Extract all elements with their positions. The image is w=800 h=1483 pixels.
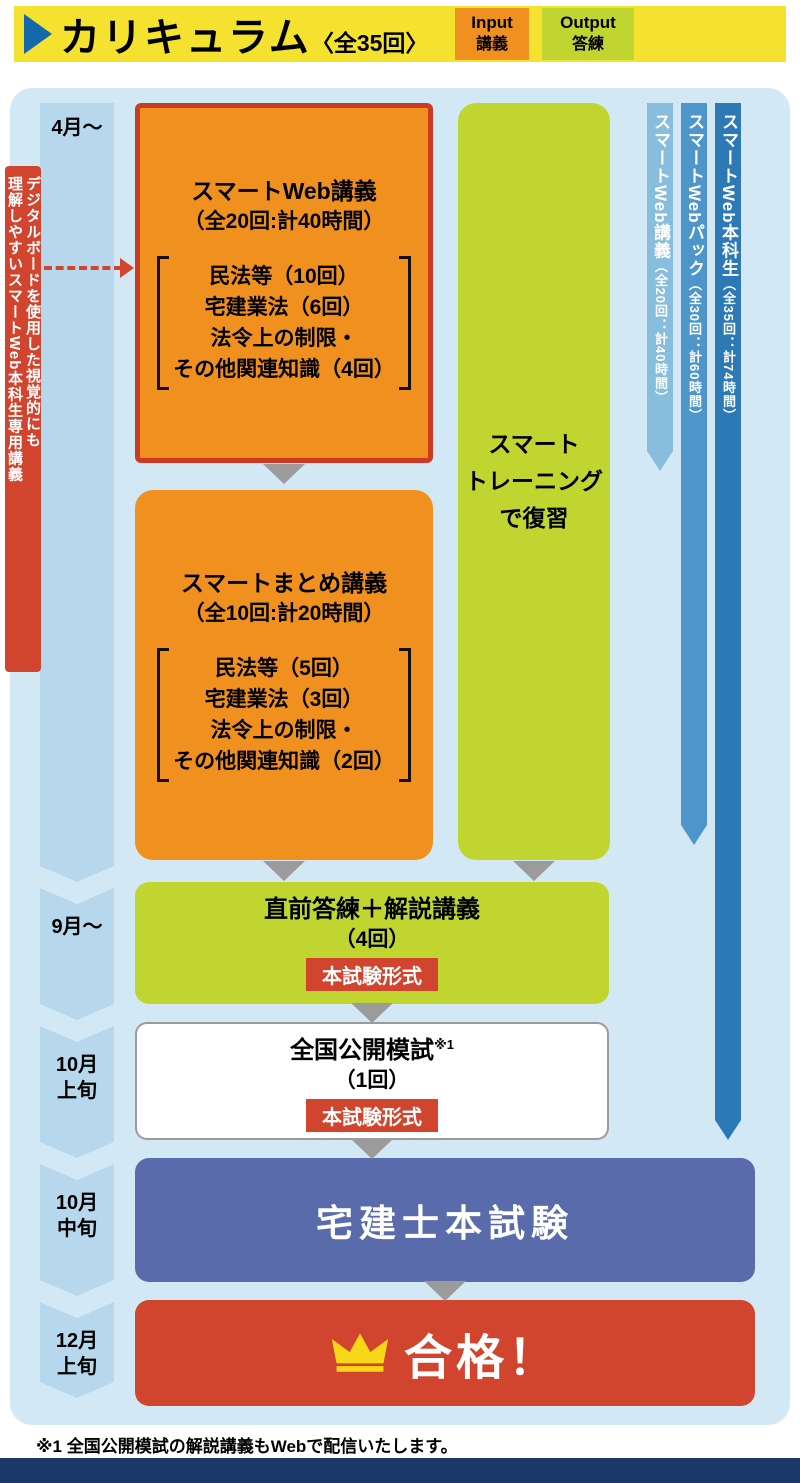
timeline-segment-october-early: 10月 上旬	[40, 1026, 114, 1158]
bracket-left-icon	[157, 648, 170, 782]
footer-bar	[0, 1458, 800, 1483]
flow-arrow-icon	[263, 464, 305, 484]
bracket-left-icon	[157, 256, 170, 390]
flow-arrow-icon	[351, 1003, 393, 1023]
side-banner: デジタルボードを使用した視覚的にも 理解しやすいスマートWeb本科生専用講義	[5, 166, 41, 672]
page-title-suffix: 〈全35回〉	[310, 30, 429, 56]
main-exam-box: 宅建士本試験	[135, 1158, 755, 1282]
bracket-right-icon	[398, 648, 411, 782]
timeline-segment-october-mid: 10月 中旬	[40, 1164, 114, 1296]
legend-input: Input 講義	[455, 8, 529, 60]
dashed-arrow-line	[44, 266, 122, 270]
ribbon-smart-web-kougi: スマートWeb講義（全20回：計40時間）	[647, 103, 673, 471]
bracket-right-icon	[398, 256, 411, 390]
play-arrow-icon	[24, 14, 52, 54]
page-title: カリキュラム〈全35回〉	[60, 5, 428, 63]
chokuzen-subtitle: （4回）	[334, 928, 410, 951]
side-banner-line1: デジタルボードを使用した視覚的にも	[24, 176, 41, 448]
exam-format-badge: 本試験形式	[306, 958, 438, 991]
smart-web-lecture-subtitle: （全20回:計40時間）	[183, 210, 385, 233]
ribbon-detail: （全20回：計40時間）	[653, 259, 668, 405]
page-title-text: カリキュラム	[60, 16, 311, 60]
footnote: ※1 全国公開模試の解説講義もWebで配信いたします。	[36, 1437, 458, 1456]
mock-exam-title-text: 全国公開模試	[290, 1037, 435, 1064]
chokuzen-title: 直前答練＋解説講義	[264, 896, 480, 923]
chokuzen-toren-box: 直前答練＋解説講義 （4回） 本試験形式	[135, 882, 609, 1004]
legend-input-ja: 講義	[475, 36, 508, 53]
smart-web-lecture-title: スマートWeb講義	[191, 178, 377, 204]
side-banner-line2: 理解しやすいスマートWeb本科生専用講義	[6, 176, 23, 483]
ribbon-smart-web-honkasei: スマートWeb本科生（全35回：計74時間）	[715, 103, 741, 1140]
smart-web-lecture-items: 民法等（10回） 宅建業法（6回） 法令上の制限・ その他関連知識（4回）	[157, 256, 411, 390]
legend-output: Output 答練	[542, 8, 634, 60]
smart-web-lecture-item-list: 民法等（10回） 宅建業法（6回） 法令上の制限・ その他関連知識（4回）	[173, 265, 395, 381]
smart-matome-lecture-box: スマートまとめ講義 （全10回:計20時間） 民法等（5回） 宅建業法（3回） …	[135, 490, 433, 860]
ribbon-smart-web-pack: スマートWebパック（全30回：計60時間）	[681, 103, 707, 845]
smart-web-lecture-box: スマートWeb講義 （全20回:計40時間） 民法等（10回） 宅建業法（6回）…	[135, 103, 433, 463]
mock-exam-box: 全国公開模試※1 （1回） 本試験形式	[135, 1022, 609, 1140]
mock-exam-title: 全国公開模試※1	[290, 1030, 454, 1066]
smart-matome-lecture-item-list: 民法等（5回） 宅建業法（3回） 法令上の制限・ その他関連知識（2回）	[173, 657, 395, 773]
pass-label: 合格！	[403, 1332, 560, 1385]
header-strip: カリキュラム〈全35回〉 Input 講義 Output 答練	[14, 6, 786, 62]
flow-arrow-icon	[351, 1139, 393, 1159]
ribbon-detail: （全30回：計60時間）	[687, 277, 702, 423]
mock-exam-footnote-ref: ※1	[434, 1037, 454, 1052]
smart-matome-lecture-subtitle: （全10回:計20時間）	[183, 602, 385, 625]
exam-format-badge: 本試験形式	[306, 1099, 438, 1132]
legend-output-en: Output	[560, 13, 616, 32]
smart-training-label: スマート トレーニング で復習	[465, 431, 603, 531]
legend-output-ja: 答練	[571, 36, 604, 53]
flow-arrow-icon	[424, 1281, 466, 1301]
pass-box: 合格！	[135, 1300, 755, 1406]
flow-arrow-icon	[513, 861, 555, 881]
ribbon-detail: （全35回：計74時間）	[721, 277, 736, 423]
dashed-arrow-head-icon	[120, 258, 134, 278]
timeline-segment-december-early: 12月 上旬	[40, 1302, 114, 1398]
smart-matome-lecture-title: スマートまとめ講義	[180, 570, 388, 596]
crown-icon	[330, 1331, 390, 1375]
ribbon-name: スマートWeb本科生	[719, 113, 738, 278]
timeline-segment-april: 4月〜	[40, 103, 114, 882]
legend-input-en: Input	[471, 13, 513, 32]
ribbon-name: スマートWeb講義	[651, 113, 670, 260]
ribbon-name: スマートWebパック	[685, 113, 704, 278]
timeline-segment-september: 9月〜	[40, 888, 114, 1020]
smart-training-box: スマート トレーニング で復習	[458, 103, 610, 860]
mock-exam-subtitle: （1回）	[334, 1069, 410, 1092]
flow-arrow-icon	[263, 861, 305, 881]
main-exam-label: 宅建士本試験	[316, 1203, 574, 1244]
smart-matome-lecture-items: 民法等（5回） 宅建業法（3回） 法令上の制限・ その他関連知識（2回）	[157, 648, 411, 782]
